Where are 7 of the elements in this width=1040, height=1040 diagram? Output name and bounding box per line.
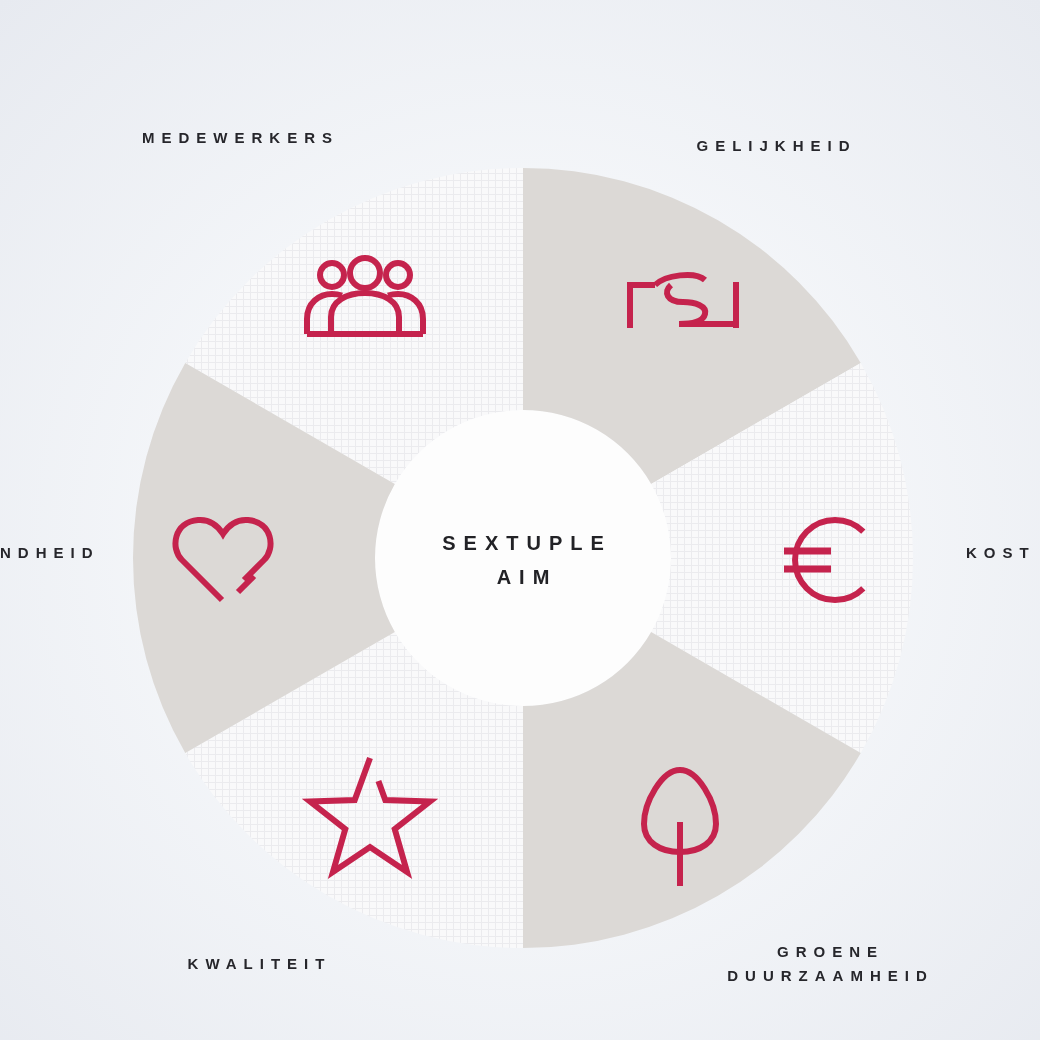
- segment-label: GELIJKHEID: [695, 136, 858, 156]
- center-label: SEXTUPLE AIM: [441, 531, 613, 590]
- segment-label: KWALITEIT: [186, 954, 333, 974]
- segment-label: NDHEID: [0, 543, 101, 563]
- segment-label: MEDEWERKERS: [141, 128, 340, 148]
- segment-label: GROENE DUURZAAMHEID: [726, 942, 935, 986]
- segment-label: KOST: [966, 543, 1037, 563]
